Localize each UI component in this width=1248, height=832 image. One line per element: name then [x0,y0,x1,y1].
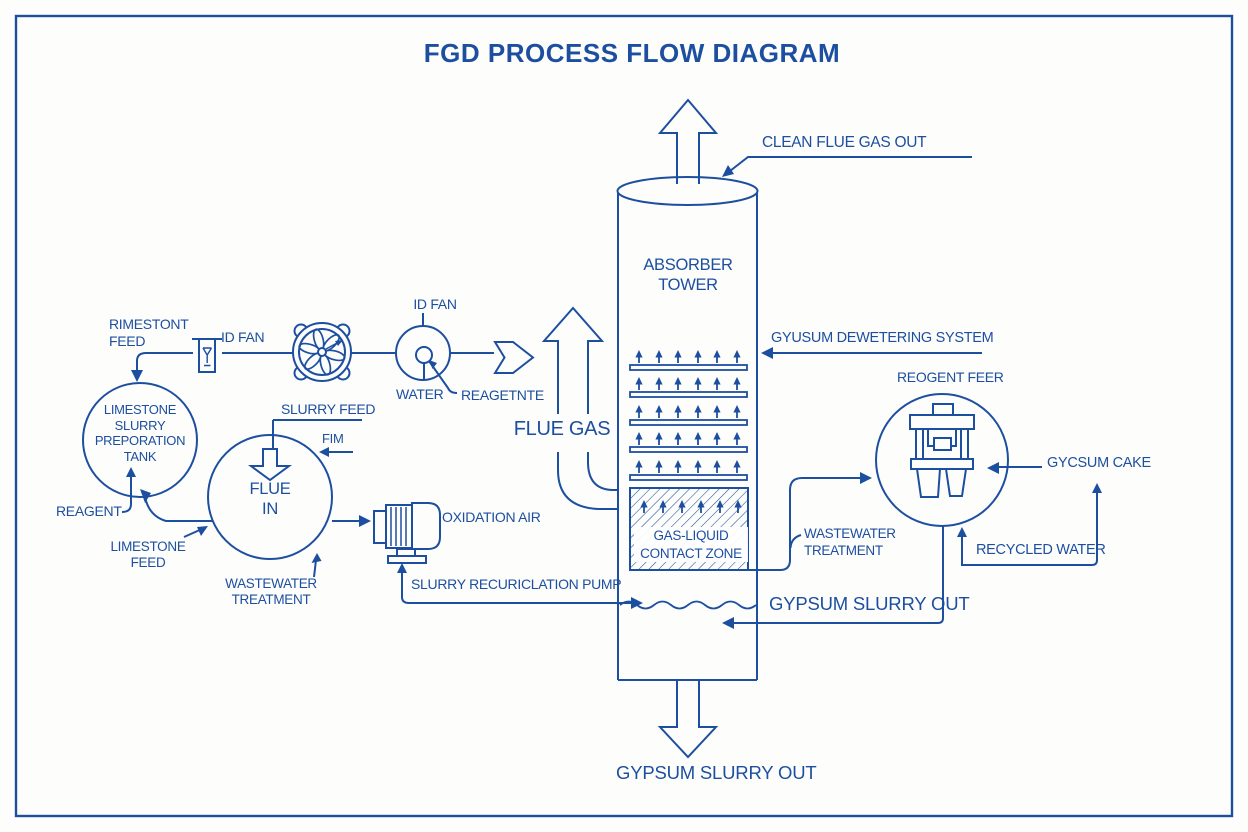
dewatering-unit [875,393,1009,527]
tower-bottom-arrow [657,681,719,759]
label-fim: FIM [322,431,344,446]
feeder-valve-icon [192,338,222,373]
label-flue-gas: FLUE GAS [513,418,611,440]
label-gypsum-slurry-out-bottom: GYPSUM SLURRY OUT [616,762,817,783]
label-id-fan-1: ID FAN [221,329,265,345]
filter-press-icon [909,403,975,498]
label-gycsum-cake: GYCSUM CAKE [1047,455,1151,471]
label-recirc-pump: SLURRY RECURICLATION PUMP [411,576,622,592]
label-wastewater-left: WASTEWATER TREATMENT [225,576,317,607]
label-oxidation-air: OXIDATION AIR [442,509,541,525]
tower-top-arrow [657,98,719,184]
fim-arrow [319,447,353,457]
label-limestone-feed-top: RIMESTONT FEED [109,316,189,349]
slurry-to-dewatering-line [748,472,872,571]
label-limestone-tank: LIMESTONE SLURRY PREPORATION TANK [94,402,186,464]
label-water: WATER [396,386,444,402]
recycled-water-line [957,483,1102,566]
reagent-line [121,467,136,513]
label-id-fan-2: ID FAN [413,296,457,312]
label-reagent: REAGENT [56,503,122,519]
label-gypsum-slurry-out-right: GYPSUM SLURRY OUT [769,593,970,614]
page-title: FGD PROCESS FLOW DIAGRAM [423,38,841,68]
clean-flue-gas-leader [722,156,972,177]
gycsum-cake-arrow [987,462,1042,474]
wastewater-left-arrow [311,553,322,578]
label-reogent-feer: REOGENT FEER [897,369,1004,385]
oxidation-blower-icon [373,502,441,564]
limestone-slurry-tank [82,382,198,498]
slurry-level-wave [619,600,757,610]
flue-gas-arrow [541,306,618,510]
booster-pump-icon [395,313,458,394]
label-slurry-feed: SLURRY FEED [281,401,376,417]
label-dewatering-system: GYUSUM DEWETERING SYSTEM [771,330,994,346]
frame-border [14,14,1234,818]
label-recycled-water: RECYCLED WATER [976,542,1106,558]
flue-in-to-blower-line [332,515,371,527]
label-reagetnte: REAGETNTE [461,387,544,403]
absorber-tower [616,98,759,759]
chevron-arrow [493,341,535,374]
spray-headers [629,349,748,481]
label-limestone-feed: LIMESTONE FEED [110,539,186,570]
label-flue-in: FLUE IN [249,480,291,518]
limestone-feed-pipe [131,352,494,382]
label-wastewater-right: WASTEWATER TREATMENT [804,526,896,558]
label-contact-zone: GAS-LIQUID CONTACT ZONE [634,527,748,562]
dewatering-leader [761,347,982,359]
recirculation-line [397,563,643,609]
id-fan-icon [292,322,352,382]
flue-in-vessel [207,419,362,560]
label-clean-flue-gas-out: CLEAN FLUE GAS OUT [762,134,927,151]
label-absorber-tower: ABSORBER TOWER [643,256,733,294]
